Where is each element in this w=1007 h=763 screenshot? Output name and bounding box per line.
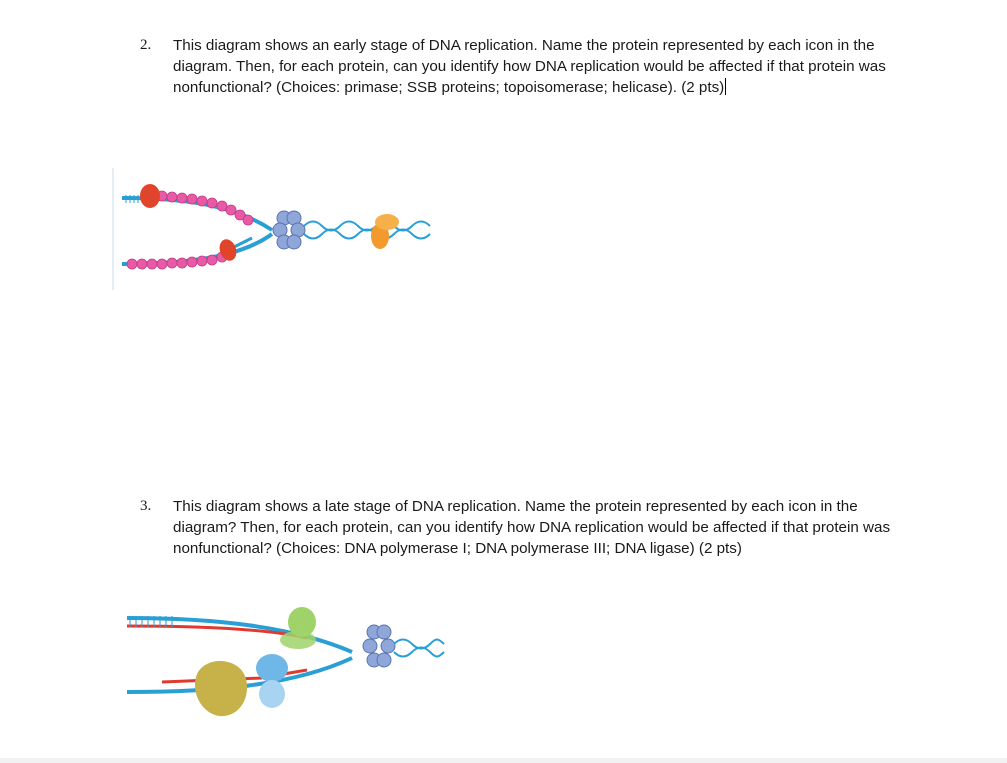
- ssb-proteins-top: [156, 190, 254, 226]
- primase-icon-bottom: [219, 236, 253, 261]
- question-3: 3. This diagram shows a late stage of DN…: [140, 496, 890, 586]
- question-text: This diagram shows an early stage of DNA…: [173, 37, 886, 96]
- question-number: 2.: [140, 37, 152, 53]
- dna-double-helix: [393, 638, 445, 658]
- dna-ligase-icon: [194, 660, 248, 717]
- late-replication-svg: [126, 607, 445, 717]
- dna-polymerase-iii-icon: [256, 654, 288, 708]
- early-replication-svg: [112, 168, 431, 290]
- ssb-proteins-bottom: [126, 251, 228, 270]
- late-replication-diagram: [112, 590, 452, 720]
- topoisomerase-icon: [371, 214, 399, 249]
- helicase-icon: [272, 210, 306, 250]
- dna-polymerase-i-icon: [280, 607, 316, 649]
- page-bottom-divider: [0, 758, 1007, 763]
- primase-icon-top: [140, 184, 160, 208]
- question-text: This diagram shows a late stage of DNA r…: [173, 498, 891, 557]
- question-number: 3.: [140, 498, 152, 514]
- text-cursor: [725, 78, 727, 95]
- early-replication-diagram: [112, 168, 442, 292]
- dna-double-helix: [303, 220, 431, 240]
- question-2: 2. This diagram shows an early stage of …: [140, 35, 890, 125]
- helicase-icon: [362, 624, 396, 668]
